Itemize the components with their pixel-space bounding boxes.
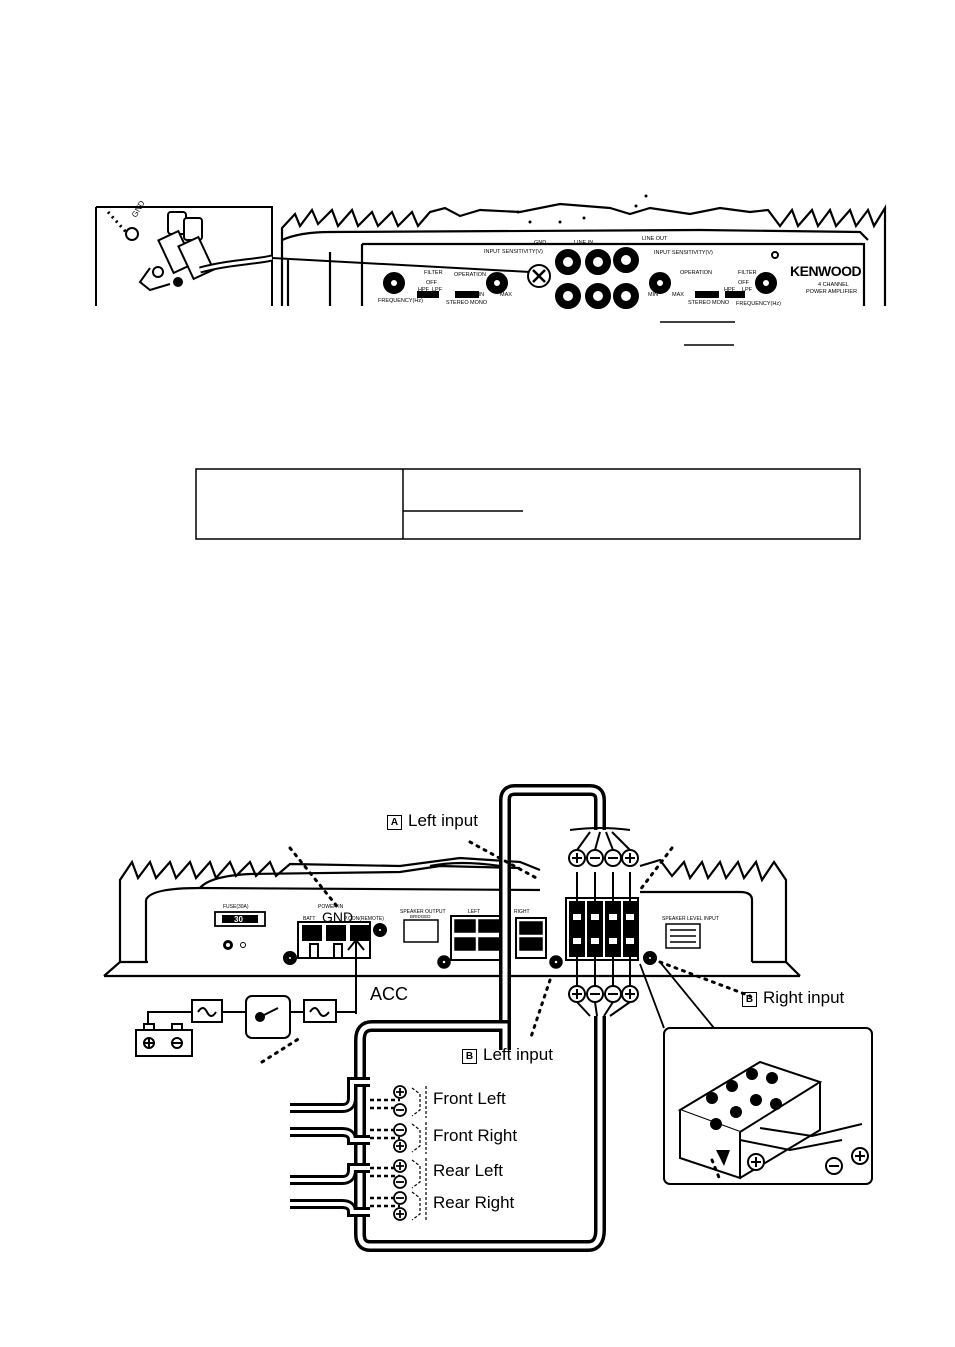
- power-in-label: POWER IN: [318, 904, 344, 910]
- hpf-label-left: HPF: [418, 287, 430, 293]
- a-tag: A: [387, 815, 402, 830]
- speaker-level-input-label: SPEAKER LEVEL INPUT: [662, 916, 719, 922]
- b-input-polarity-marks: [568, 985, 639, 1003]
- fuse-value-text: 30: [234, 915, 243, 924]
- frequency-label-left: FREQUENCY(Hz): [378, 298, 423, 304]
- input-sensitivity-label-right: INPUT SENSITIVITY(V): [654, 250, 713, 256]
- lpf-label-right: LPF: [742, 287, 753, 293]
- wiring-diagram: 30 FUSE(30A) POWER IN BATT P.CON(REMOTE)…: [103, 784, 873, 1252]
- filter-label-left: FILTER: [424, 270, 443, 276]
- operation-label-left: OPERATION: [454, 272, 486, 278]
- stereo-label-right: STEREO: [688, 300, 711, 306]
- brand-subtitle-1: 4 CHANNEL: [818, 282, 849, 288]
- max-label-left: MAX: [500, 292, 512, 298]
- speaker-level-input-block: SPEAKER LEVEL INPUT: [662, 916, 719, 949]
- max-label-right: MAX: [672, 292, 684, 298]
- min-label-right: MIN: [648, 292, 658, 298]
- gnd-label: GND: [322, 909, 354, 925]
- speaker-dashed-wires: [370, 1098, 400, 1208]
- top-panel-controls: [383, 247, 779, 309]
- spec-table: [195, 468, 861, 540]
- inset-leader-line: [271, 257, 531, 273]
- speaker-cables-inner: [290, 1080, 370, 1214]
- front-left-label: Front Left: [433, 1089, 506, 1108]
- line-in-label: LINE IN: [574, 240, 593, 246]
- left-output-label: LEFT: [468, 909, 480, 915]
- power-terminal-block: POWER IN BATT P.CON(REMOTE): [283, 904, 387, 965]
- b-right-input-label: B Right input: [742, 988, 844, 1008]
- speaker-polarity-marks: [393, 1085, 407, 1221]
- inset-gnd-text: GND: [130, 199, 147, 219]
- right-output-label: RIGHT: [514, 909, 530, 915]
- dotted-pointers: [260, 840, 752, 1182]
- front-right-label: Front Right: [433, 1126, 518, 1145]
- hpf-label-right: HPF: [724, 287, 736, 293]
- speaker-brackets: [411, 1086, 427, 1222]
- top-amplifier-figure: GND: [95, 194, 887, 540]
- a-left-input-text: Left input: [408, 811, 478, 830]
- frequency-label-right: FREQUENCY(Hz): [736, 301, 781, 307]
- b-tag-right: B: [742, 992, 757, 1007]
- gnd-inset: GND: [95, 199, 273, 306]
- input-terminal-strip: [565, 872, 657, 986]
- batt-label: BATT: [303, 916, 315, 922]
- off-label-left: OFF: [426, 280, 438, 286]
- acc-label: ACC: [370, 984, 409, 1004]
- fuse-block: 30 FUSE(30A): [214, 904, 266, 950]
- line-out-label: LINE OUT: [642, 236, 668, 242]
- monaural-label-left: MONO: [470, 300, 488, 306]
- brand-logo: KENWOOD: [790, 263, 862, 279]
- fuse-label: FUSE(30A): [223, 904, 249, 910]
- operation-label-right: OPERATION: [680, 270, 712, 276]
- filter-label-right: FILTER: [738, 270, 757, 276]
- gnd-panel-label: GND: [534, 240, 546, 246]
- monaural-label-right: MONO: [712, 300, 730, 306]
- b-left-input-text: Left input: [483, 1045, 553, 1064]
- terminal-detail-inset: [639, 961, 873, 1185]
- off-label-right: OFF: [738, 280, 750, 286]
- top-panel-labels: INPUT SENSITIVITY(V) FILTER OPERATION LI…: [378, 236, 781, 307]
- rear-right-label: Rear Right: [433, 1193, 515, 1212]
- stereo-label-left: STEREO: [446, 300, 469, 306]
- input-sensitivity-label-left: INPUT SENSITIVITY(V): [484, 249, 543, 255]
- b-left-input-label: B Left input: [462, 1045, 553, 1065]
- amplifier-body: [280, 202, 887, 306]
- bottom-amplifier-body: [103, 856, 801, 978]
- a-input-harness: [499, 784, 631, 1050]
- a-input-polarity-marks: [568, 849, 639, 867]
- min-label-left: MIN: [474, 292, 484, 298]
- lpf-label-left: LPF: [432, 287, 443, 293]
- top-pointer-dots: [516, 194, 648, 224]
- b-right-input-text: Right input: [763, 988, 845, 1007]
- b-input-harness: [354, 1001, 631, 1252]
- remote-label: P.CON(REMOTE): [344, 916, 384, 922]
- b-tag-left: B: [462, 1049, 477, 1064]
- a-left-input-label: A Left input: [387, 811, 478, 831]
- speaker-output-label: SPEAKER OUTPUT: [400, 909, 446, 915]
- battery-circuit: [135, 938, 365, 1057]
- brand-subtitle-2: POWER AMPLIFIER: [806, 289, 857, 295]
- speaker-output-block: SPEAKER OUTPUT BRIDGED LEFT RIGHT: [400, 909, 563, 969]
- bridged-label: BRIDGED: [410, 914, 431, 919]
- rear-left-label: Rear Left: [433, 1161, 503, 1180]
